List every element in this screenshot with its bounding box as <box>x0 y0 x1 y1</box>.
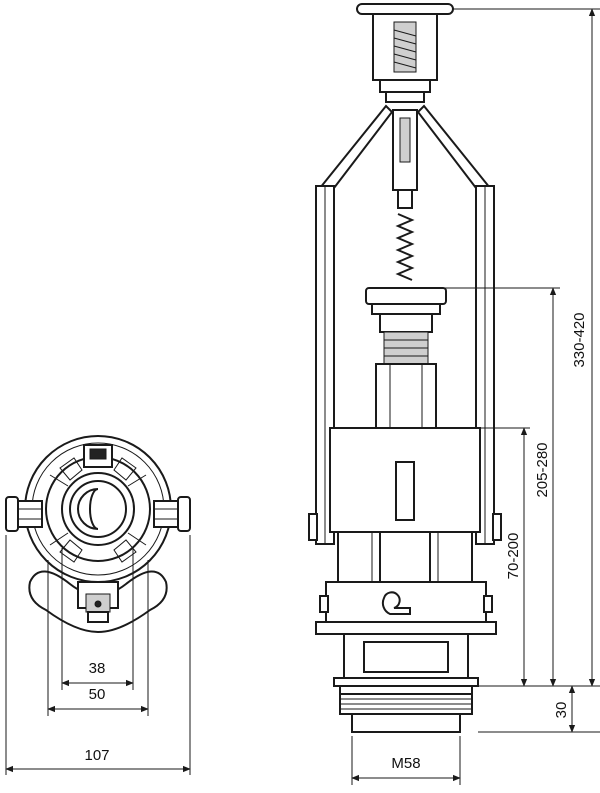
bottom-view: 38 50 107 <box>5 435 191 775</box>
valve-head <box>365 287 447 431</box>
float-body <box>329 427 481 583</box>
side-view: 330-420 205-280 70-200 30 M58 <box>308 3 600 785</box>
base <box>315 581 497 733</box>
dim-70-200-label: 70-200 <box>505 533 522 580</box>
dim-m58-label: M58 <box>391 755 420 772</box>
right-handle <box>153 496 191 532</box>
outlet-hole <box>69 480 127 538</box>
left-handle <box>5 496 43 532</box>
push-button <box>356 3 454 103</box>
dim-30-label: 30 <box>553 702 570 719</box>
dim-38-label: 38 <box>89 660 106 677</box>
ribs <box>49 457 147 563</box>
center-plug <box>77 488 99 530</box>
inner-ring <box>61 472 135 546</box>
dim-107-label: 107 <box>84 747 109 764</box>
rod <box>392 109 418 281</box>
dim-50-label: 50 <box>89 686 106 703</box>
dim-330-420-label: 330-420 <box>571 312 588 367</box>
dim-205-280-label: 205-280 <box>534 442 551 497</box>
